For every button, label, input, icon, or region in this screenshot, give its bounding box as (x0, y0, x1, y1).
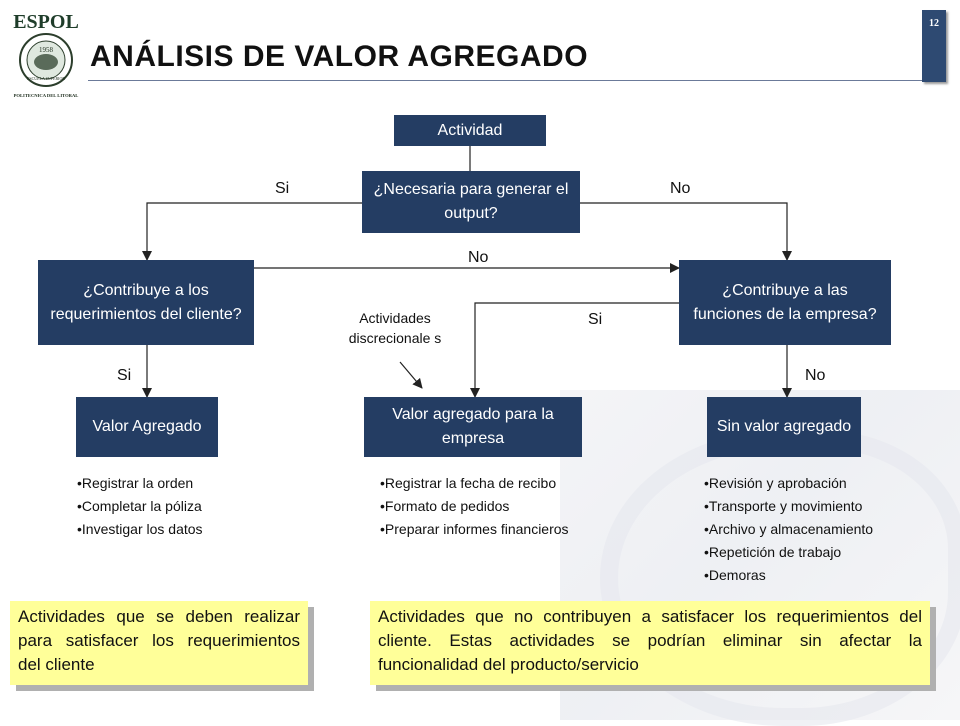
list-item: Demoras (704, 564, 873, 587)
list-valor-empresa: Registrar la fecha de recibo Formato de … (380, 472, 569, 541)
espol-logo: ESPOL 1958 ESCUELA SUPERIOR POLITECNICA … (13, 11, 79, 98)
label-discrecionales: Actividades discrecionale s (348, 310, 442, 346)
list-item: Completar la póliza (77, 495, 203, 518)
logo-footer: POLITECNICA DEL LITORAL (14, 93, 79, 98)
list-item: Registrar la fecha de recibo (380, 472, 569, 495)
node-actividad: Actividad (394, 115, 546, 146)
list-sin-valor: Revisión y aprobación Transporte y movim… (704, 472, 873, 587)
node-valor-agregado: Valor Agregado (76, 397, 218, 457)
list-item: Archivo y almacenamiento (704, 518, 873, 541)
list-item: Preparar informes financieros (380, 518, 569, 541)
arrow-necesaria-empresa (580, 202, 792, 261)
arrow-empresa-valorempresa (470, 302, 679, 398)
list-valor-agregado: Registrar la orden Completar la póliza I… (77, 472, 203, 541)
list-item: Transporte y movimiento (704, 495, 873, 518)
title-underline (88, 80, 922, 81)
list-item: Registrar la orden (77, 472, 203, 495)
arrow-necesaria-cliente (142, 202, 362, 261)
label-no-bottom: No (805, 367, 826, 384)
arrow-discrecionales (399, 361, 423, 389)
logo-year: 1958 (39, 46, 54, 54)
label-no-middle: No (468, 249, 489, 266)
node-sin-valor: Sin valor agregado (707, 397, 861, 457)
slide-number-bar (922, 10, 946, 82)
list-item: Revisión y aprobación (704, 472, 873, 495)
node-empresa-question: ¿Contribuye a las funciones de la empres… (679, 260, 891, 345)
logo-ring-text: ESCUELA SUPERIOR (27, 76, 65, 81)
label-si-empresa: Si (588, 311, 603, 328)
list-item: Repetición de trabajo (704, 541, 873, 564)
label-si-left: Si (275, 180, 290, 197)
node-valor-empresa: Valor agregado para la empresa (364, 397, 582, 457)
label-si-bottom: Si (117, 367, 132, 384)
slide-number: 12 (929, 18, 939, 29)
note-left: Actividades que se deben realizar para s… (10, 601, 308, 685)
list-item: Investigar los datos (77, 518, 203, 541)
page-title: ANÁLISIS DE VALOR AGREGADO (90, 40, 589, 73)
note-right: Actividades que no contribuyen a satisfa… (370, 601, 930, 685)
node-cliente: ¿Contribuye a los requerimientos del cli… (38, 260, 254, 345)
logo-name: ESPOL (13, 11, 79, 33)
list-item: Formato de pedidos (380, 495, 569, 518)
node-necesaria: ¿Necesaria para generar el output? (362, 171, 580, 233)
label-no-right: No (670, 180, 691, 197)
